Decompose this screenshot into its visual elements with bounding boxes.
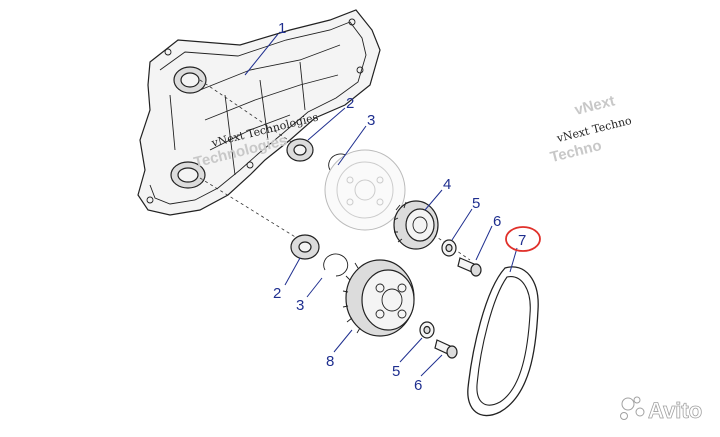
bearing-lower (290, 234, 320, 260)
axis-line-upper (199, 79, 301, 149)
leader-lines (244, 33, 518, 377)
callout-5-upper: 5 (472, 195, 480, 212)
washer-lower (419, 321, 435, 339)
avito-label: Avito (648, 398, 702, 423)
callout-5-lower: 5 (392, 363, 400, 380)
gear-lower (342, 259, 415, 337)
snap-ring-lower (323, 253, 349, 277)
callout-2-lower: 2 (273, 285, 281, 302)
callout-3-lower: 3 (296, 297, 304, 314)
gear-upper (393, 200, 439, 250)
bolt-lower (434, 339, 458, 359)
axis-line-lower (199, 177, 306, 244)
avito-dots-icon (620, 396, 645, 420)
watermark-right-top: vNext (573, 92, 617, 118)
callout-2-upper: 2 (346, 95, 354, 112)
watermark-right: vNext Techno vNext Techno (549, 92, 634, 166)
callout-7: 7 (518, 232, 526, 249)
avito-logo: Avito (620, 396, 703, 423)
callout-3-upper: 3 (367, 112, 375, 129)
callout-4: 4 (443, 176, 451, 193)
callout-6-lower: 6 (414, 377, 422, 394)
callout-1: 1 (278, 20, 286, 37)
callout-6-upper: 6 (493, 213, 501, 230)
callout-labels: 1 2 3 4 5 6 7 2 3 8 5 6 (273, 20, 526, 394)
highlight-circle (505, 226, 541, 252)
sprocket-disk (324, 149, 406, 231)
watermark-right-overlay: Techno (549, 137, 604, 166)
bearing-upper (286, 138, 314, 162)
bolt-upper (457, 257, 482, 277)
washer-upper (441, 239, 457, 257)
callout-8: 8 (326, 353, 334, 370)
drive-belt (467, 266, 539, 417)
housing-cover (137, 9, 381, 216)
